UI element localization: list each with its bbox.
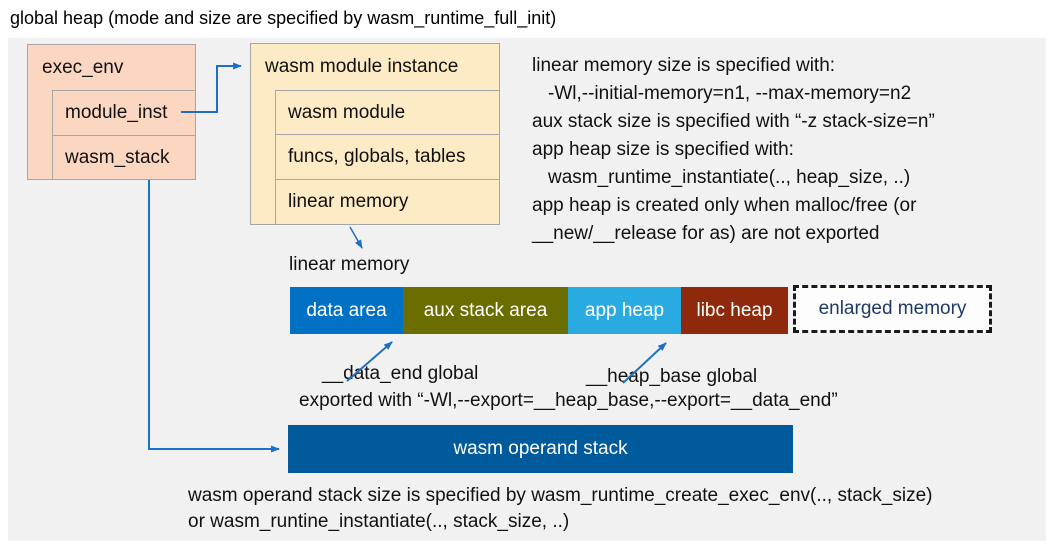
exported-with-label: exported with “-Wl,--export=__heap_base,…	[299, 390, 838, 411]
operand-stack-note: wasm operand stack size is specified by …	[188, 483, 1038, 535]
page-title: global heap (mode and size are specified…	[10, 8, 557, 28]
segment-aux-stack-area: aux stack area	[403, 287, 568, 334]
exec-env-row-wasm-stack: wasm_stack	[52, 135, 196, 180]
segment-data-area: data area	[290, 287, 403, 334]
note-line: aux stack size is specified with “-z sta…	[532, 111, 935, 132]
segment-enlarged-memory: enlarged memory	[793, 285, 992, 333]
memory-size-notes: linear memory size is specified with: -W…	[532, 52, 1037, 248]
module-instance-row-linear-memory: linear memory	[275, 179, 500, 225]
segment-libc-heap: libc heap	[681, 287, 788, 334]
wasm-operand-stack-bar: wasm operand stack	[288, 425, 793, 473]
note-line: app heap size is specified with:	[532, 139, 794, 160]
module-instance-row-wasm-module: wasm module	[275, 90, 500, 135]
note-line: wasm_runtime_instantiate(.., heap_size, …	[548, 167, 911, 188]
note-line: -Wl,--initial-memory=n1, --max-memory=n2	[548, 83, 912, 104]
module-instance-title: wasm module instance	[265, 56, 459, 77]
note-line: wasm operand stack size is specified by …	[188, 485, 933, 506]
linear-memory-label: linear memory	[289, 254, 410, 275]
data-end-global-label: __data_end global	[322, 363, 479, 384]
exec-env-title: exec_env	[42, 57, 124, 78]
heap-base-global-label: __heap_base global	[586, 366, 758, 387]
exec-env-row-module-inst: module_inst	[52, 90, 196, 136]
module-instance-row-funcs-globals-tables: funcs, globals, tables	[275, 134, 500, 180]
note-line: __new/__release for as) are not exported	[532, 223, 880, 244]
note-line: app heap is created only when malloc/fre…	[532, 195, 917, 216]
note-line: linear memory size is specified with:	[532, 55, 836, 76]
note-line: or wasm_runtine_instantiate(.., stack_si…	[188, 511, 570, 532]
segment-app-heap: app heap	[568, 287, 681, 334]
